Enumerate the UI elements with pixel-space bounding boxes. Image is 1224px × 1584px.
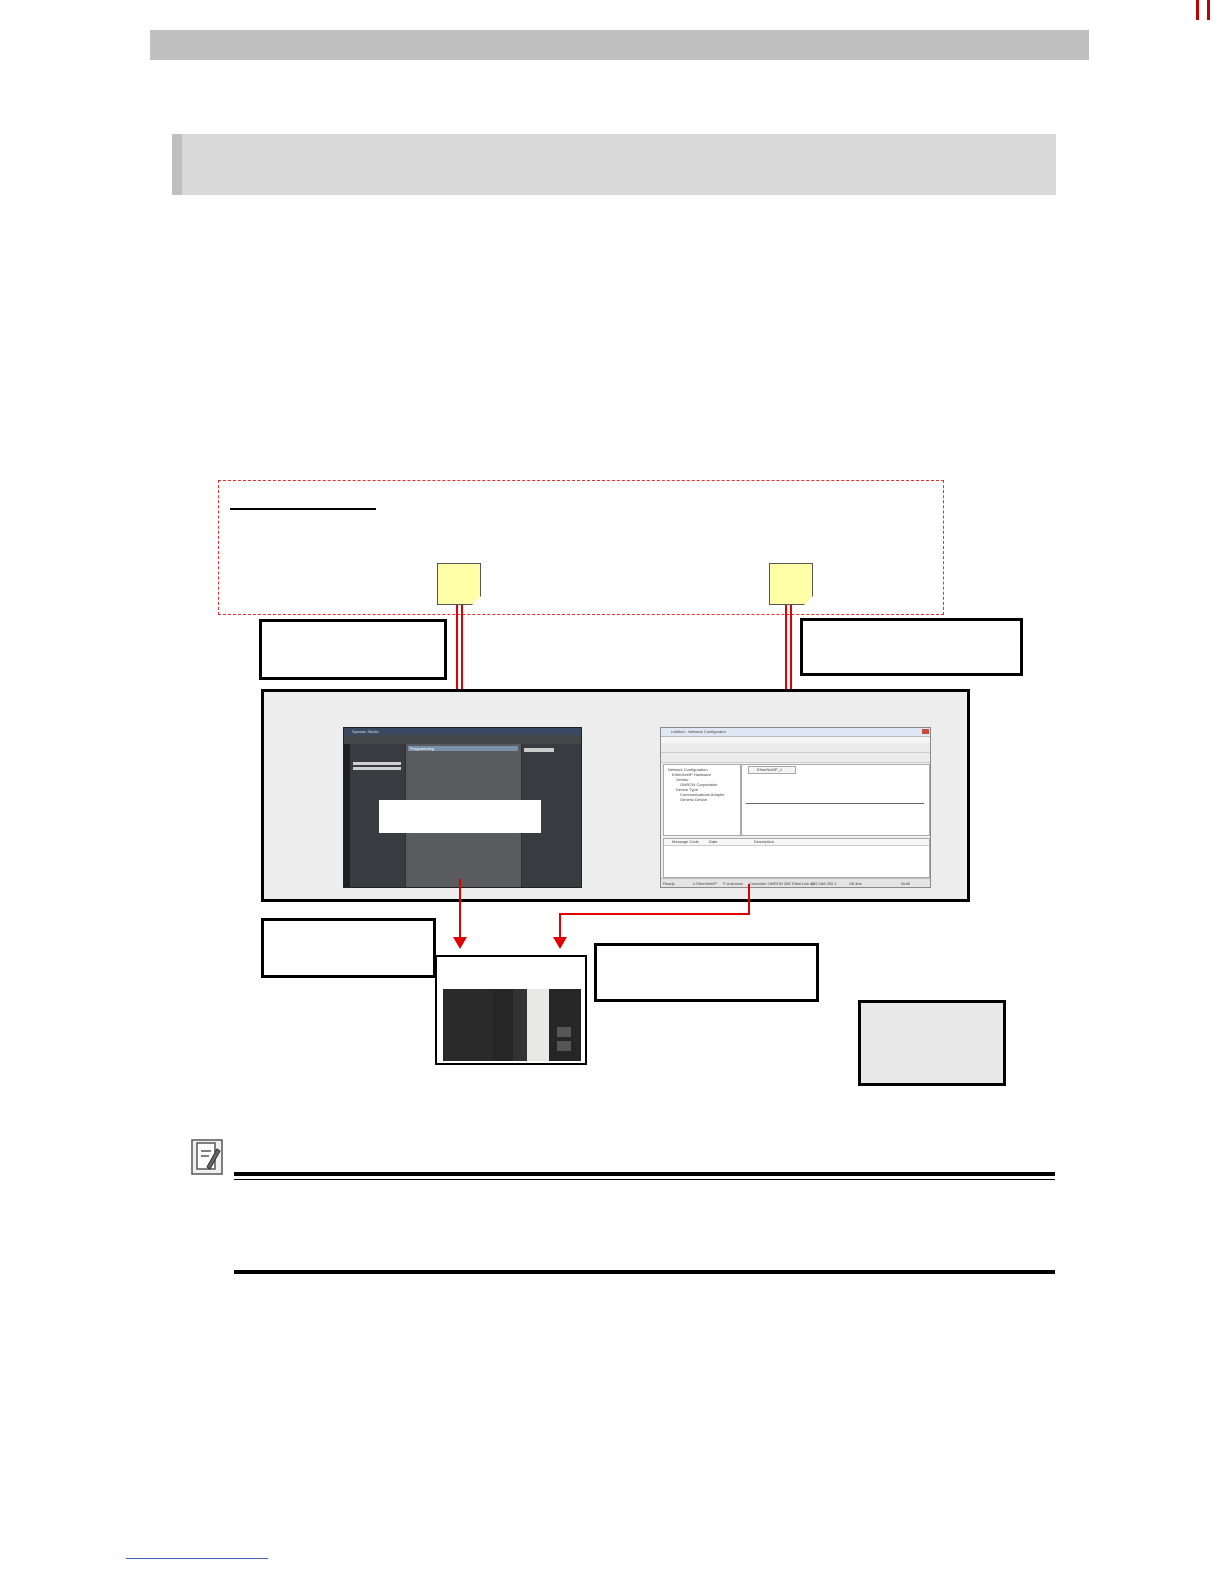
connector-line xyxy=(456,605,458,712)
connector-line xyxy=(790,605,792,712)
toolbar xyxy=(344,735,581,744)
callout-network-configurator xyxy=(800,618,1023,676)
connector-line xyxy=(461,605,463,712)
sticky-note-left xyxy=(437,563,481,605)
arrow-down-icon xyxy=(553,937,567,949)
precautions-rule-bottom xyxy=(234,1270,1055,1274)
hardware-tree: Network Configuration EtherNet/IP Hardwa… xyxy=(663,764,741,836)
sysmac-studio-screenshot: Sysmac Studio Programming xyxy=(343,727,582,888)
precautions-rule-top xyxy=(234,1172,1055,1176)
corner-mark-right xyxy=(1207,0,1210,20)
corner-mark-left xyxy=(1196,0,1199,20)
ethernet-ip-unit xyxy=(527,989,549,1061)
connector-line xyxy=(559,913,561,939)
reference-heading-underline xyxy=(230,508,376,510)
software-panel: Sysmac Studio Programming Untitled - Net… xyxy=(261,689,970,902)
message-pane: Message Code Date Description xyxy=(663,838,930,878)
callout-ethernet-ip-unit xyxy=(594,943,819,1002)
window-titlebar: Sysmac Studio xyxy=(344,728,581,735)
network-line xyxy=(746,803,924,804)
multiview-explorer xyxy=(350,744,405,887)
close-icon[interactable] xyxy=(922,729,929,734)
controller-photo xyxy=(435,955,587,1065)
precautions-rule-top-thin xyxy=(234,1179,1055,1180)
callout-sysmac-studio xyxy=(259,619,447,680)
status-bar: Ready L:EtherNet/IP F:Unknown Controller… xyxy=(661,878,930,887)
sticky-note-right xyxy=(769,563,813,605)
reference-frame xyxy=(218,480,944,615)
toolbar-row-1 xyxy=(661,743,930,753)
connector-line xyxy=(459,879,461,939)
network-configurator-screenshot: Untitled - Network Configurator Network … xyxy=(660,727,931,888)
menu-bar xyxy=(661,737,930,743)
tab-ethernet-ip[interactable]: EtherNet/IP_1 xyxy=(748,766,796,774)
connector-line xyxy=(748,884,750,915)
network-canvas: EtherNet/IP_1 xyxy=(741,764,930,836)
callout-controller xyxy=(261,918,436,978)
sysmac-center-label xyxy=(379,800,541,833)
arrow-down-icon xyxy=(453,937,467,949)
section-heading xyxy=(172,134,1056,195)
window-titlebar: Untitled - Network Configurator xyxy=(661,728,930,737)
toolbar-row-2 xyxy=(661,753,930,763)
footer-link[interactable] xyxy=(126,1558,268,1559)
page-header xyxy=(150,30,1089,60)
controller-body xyxy=(443,989,581,1061)
callout-legend xyxy=(858,1000,1006,1086)
connector-line xyxy=(559,913,750,915)
connector-line xyxy=(785,605,787,712)
side-strip xyxy=(344,744,350,887)
precautions-icon xyxy=(191,1139,223,1175)
